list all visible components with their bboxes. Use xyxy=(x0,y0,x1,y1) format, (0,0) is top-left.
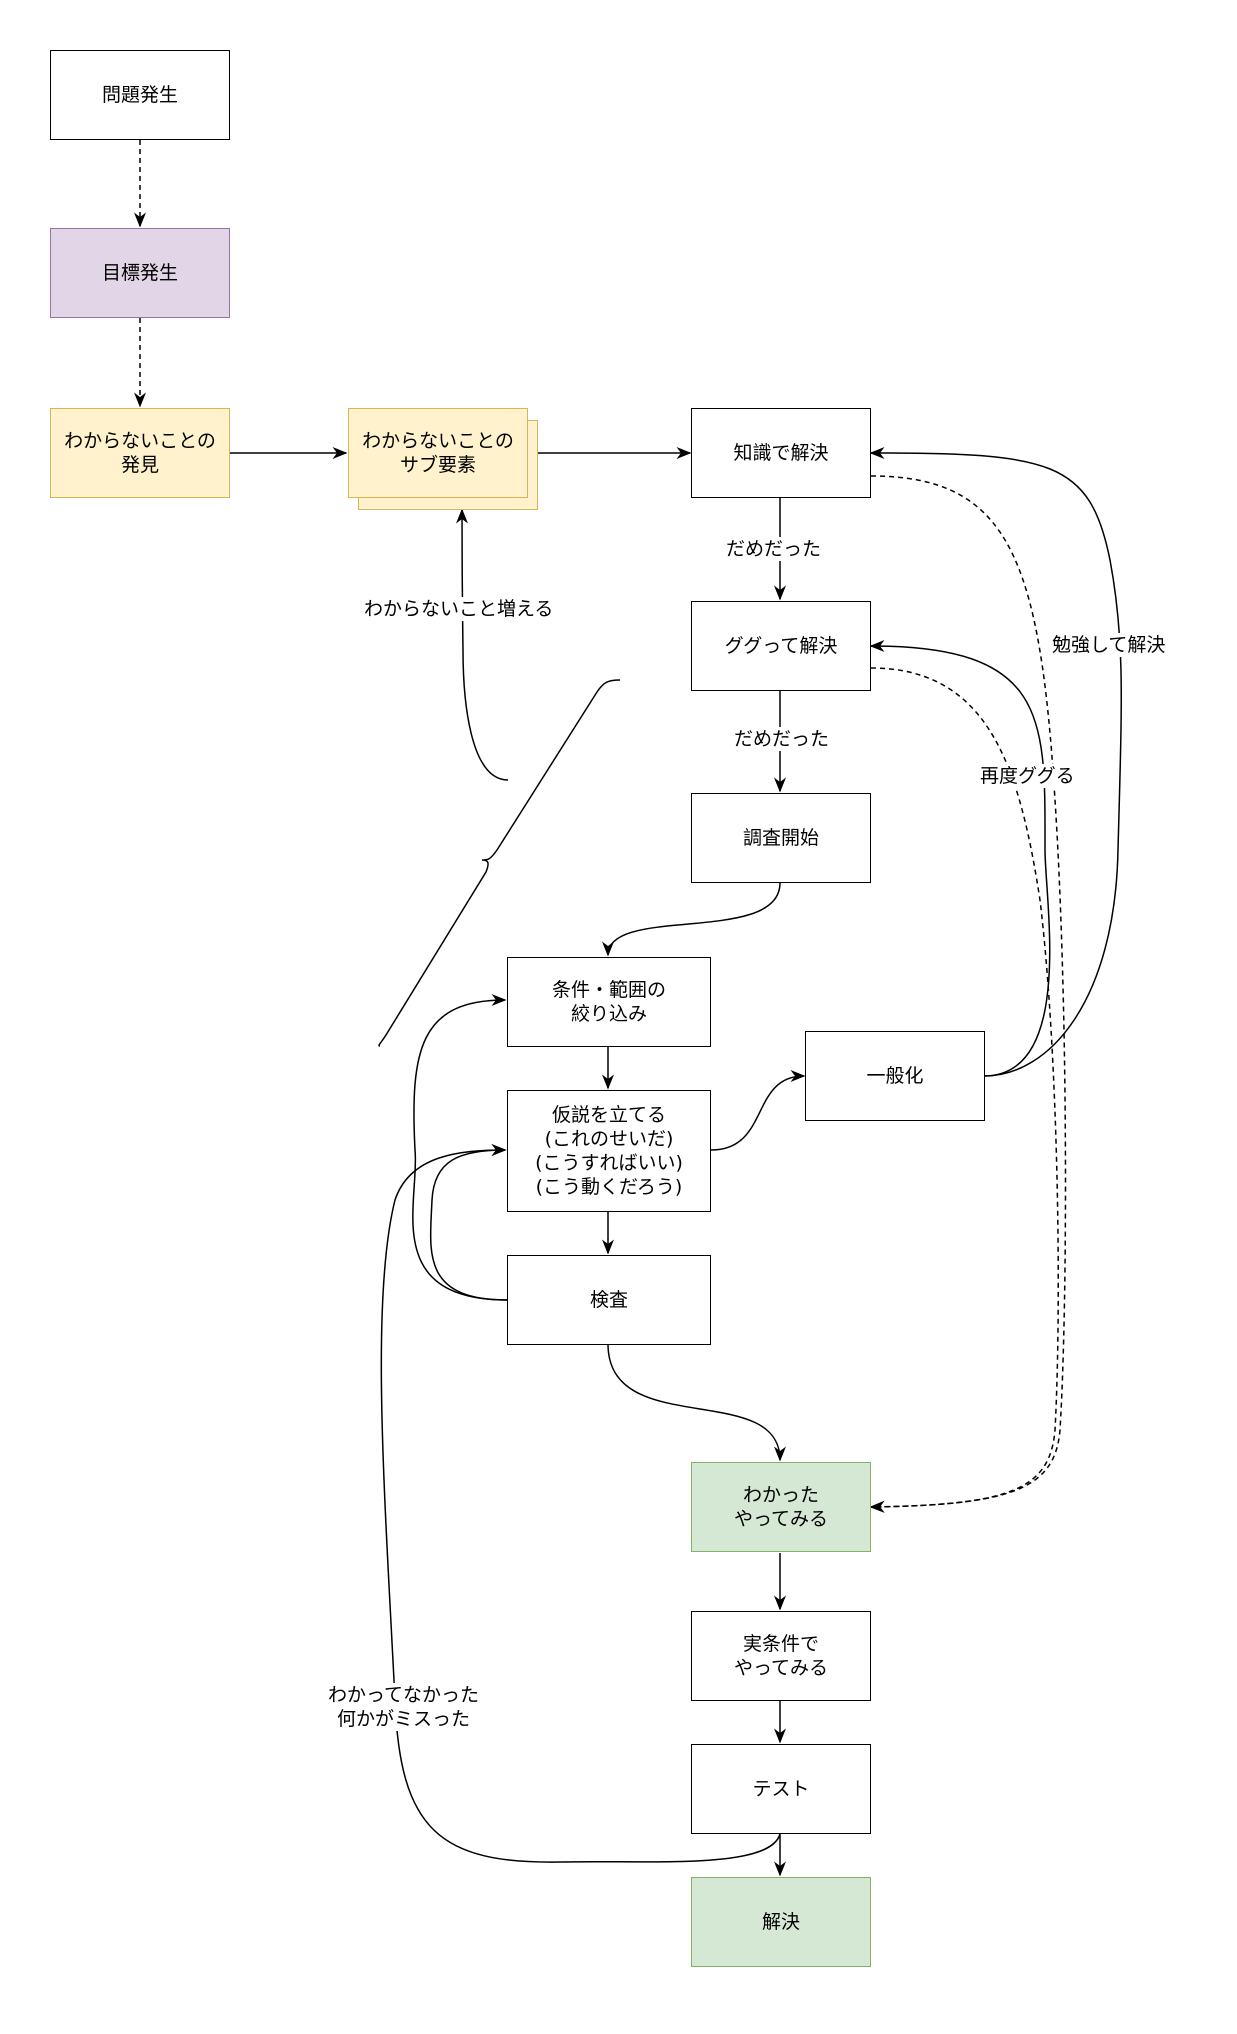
label-study: 勉強して解決 xyxy=(1050,633,1168,657)
node-test: テスト xyxy=(691,1744,871,1834)
node-google: ググって解決 xyxy=(691,601,871,691)
node-subelements: わからないことの サブ要素 xyxy=(348,408,528,498)
edge-inspect-narrow xyxy=(412,994,508,1301)
node-solved: 解決 xyxy=(691,1877,871,1967)
edge-inspect-hypothesis xyxy=(429,1144,508,1301)
edge-generalize-knowledge xyxy=(869,447,1122,1077)
label-regoogle: 再度ググる xyxy=(978,764,1077,788)
node-hypothesis: 仮説を立てる (これのせいだ) (こうすればいい) (こう動くだろう) xyxy=(507,1090,711,1212)
edge-inspect-understood xyxy=(607,1343,786,1462)
node-goal: 目標発生 xyxy=(50,228,230,318)
curly-brace xyxy=(378,679,621,1047)
label-fail-2: だめだった xyxy=(732,727,832,751)
node-problem: 問題発生 xyxy=(50,50,230,140)
node-research: 調査開始 xyxy=(691,793,871,883)
node-generalize: 一般化 xyxy=(805,1031,985,1121)
node-unknown: わからないことの 発見 xyxy=(50,408,230,498)
label-missed: わかってなかった 何かがミスった xyxy=(326,1683,482,1731)
label-increase: わからないこと増える xyxy=(362,597,556,621)
edge-knowledge-understood xyxy=(869,475,1067,1513)
edge-generalize-google xyxy=(869,640,1051,1077)
node-knowledge: 知識で解決 xyxy=(691,408,871,498)
edge-brace-sub xyxy=(456,508,509,781)
edge-research-narrow xyxy=(602,882,781,957)
node-inspect: 検査 xyxy=(507,1255,711,1345)
node-understood: わかった やってみる xyxy=(691,1462,871,1552)
label-fail-1: だめだった xyxy=(724,537,824,561)
node-narrow: 条件・範囲の 絞り込み xyxy=(507,957,711,1047)
edge-hypothesis-generalize xyxy=(710,1070,806,1151)
node-realtry: 実条件で やってみる xyxy=(691,1611,871,1701)
